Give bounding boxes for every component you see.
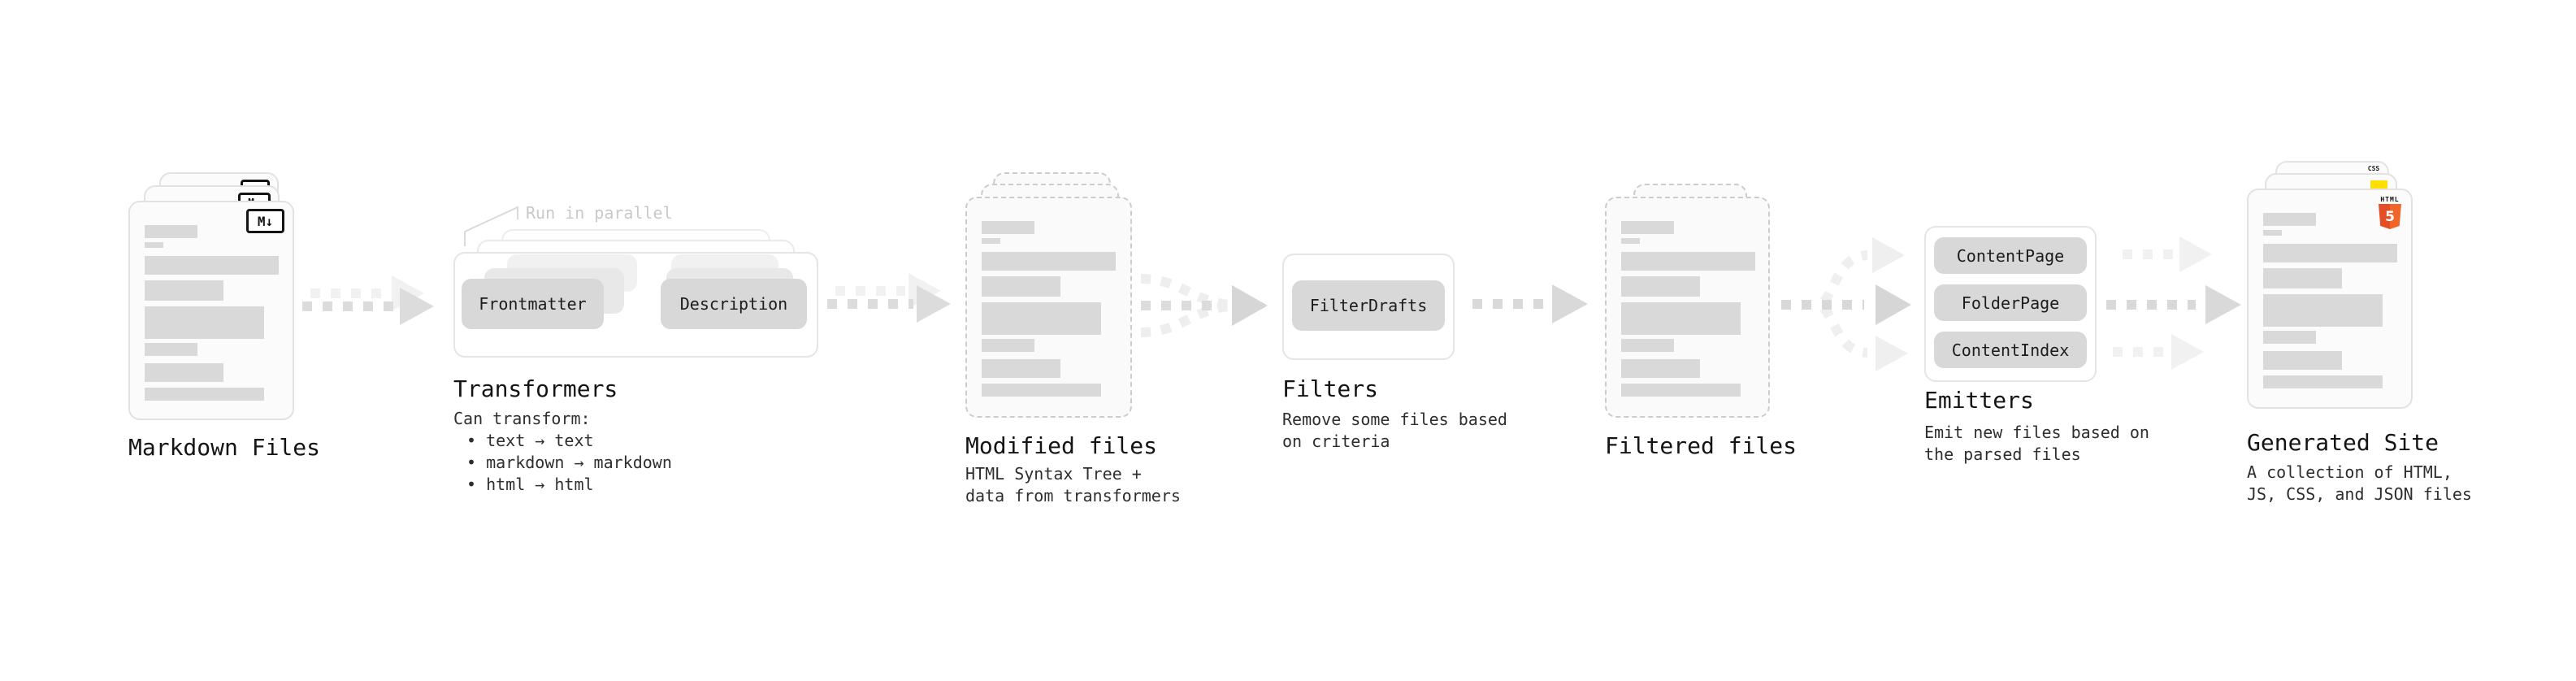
desc-line: the parsed files [1924, 445, 2081, 464]
doc-text-placeholder [145, 225, 279, 401]
doc-text-bar [145, 256, 279, 275]
filterdrafts-pill: FilterDrafts [1292, 280, 1445, 331]
doc-text-bar [2263, 268, 2342, 288]
desc-line: JS, CSS, and JSON files [2247, 484, 2472, 504]
filtered-file-card-front [1605, 197, 1770, 418]
desc-line: • markdown → markdown [466, 453, 672, 472]
html5-icon: HTML 5 [2379, 196, 2401, 229]
doc-text-bar [982, 252, 1116, 271]
doc-text-bar [145, 242, 163, 248]
arrow-markdown-to-transformers-ghost [310, 275, 424, 311]
arrow-emitters-to-generated [2106, 236, 2241, 370]
doc-text-bar [2263, 230, 2282, 236]
generated-site-description: A collection of HTML, JS, CSS, and JSON … [2247, 462, 2472, 505]
stage-label-filtered-files: Filtered files [1605, 432, 1798, 459]
desc-line: Can transform: [453, 409, 591, 428]
doc-text-bar [2263, 351, 2342, 370]
doc-text-bar [145, 343, 197, 356]
doc-text-bar [1621, 302, 1741, 335]
doc-text-bar [1621, 384, 1741, 397]
doc-text-bar [2263, 294, 2383, 327]
doc-text-bar [2263, 244, 2397, 262]
filters-description: Remove some files based on criteria [1282, 409, 1507, 453]
doc-text-placeholder [1621, 221, 1755, 397]
stage-label-generated-site: Generated Site [2247, 429, 2439, 456]
stage-label-markdown-files: Markdown Files [128, 434, 321, 461]
desc-line: • text → text [466, 431, 594, 450]
desc-line: Emit new files based on [1924, 423, 2149, 442]
desc-line: • html → html [466, 475, 594, 494]
doc-text-bar [982, 339, 1034, 352]
doc-text-bar [1621, 276, 1700, 297]
markdown-file-card-front: M↓ [128, 201, 294, 420]
doc-text-bar [145, 363, 223, 382]
modified-files-description: HTML Syntax Tree + data from transformer… [965, 463, 1181, 507]
doc-text-bar [145, 388, 264, 401]
desc-line: on criteria [1282, 432, 1390, 451]
doc-text-bar [1621, 238, 1640, 244]
doc-text-bar [982, 384, 1101, 397]
doc-text-bar [982, 276, 1060, 297]
desc-line: data from transformers [965, 486, 1181, 505]
markdown-icon: M↓ [246, 209, 284, 233]
css-icon-label: CSS [2367, 165, 2380, 172]
arrow-transformers-to-modified-ghost [835, 273, 941, 309]
stage-label-transformers: Transformers [453, 375, 618, 402]
doc-text-bar [145, 306, 264, 339]
run-in-parallel-annotation: Run in parallel [526, 203, 673, 223]
doc-text-bar [982, 221, 1034, 234]
html5-icon-five: 5 [2385, 208, 2395, 225]
folderpage-pill: FolderPage [1934, 284, 2087, 321]
doc-text-bar [1621, 339, 1674, 352]
doc-text-bar [982, 238, 1000, 244]
emitters-description: Emit new files based on the parsed files [1924, 422, 2149, 466]
desc-line: Remove some files based [1282, 410, 1507, 429]
transformers-description: Can transform: • text → text • markdown … [453, 408, 672, 496]
doc-text-bar [2263, 375, 2383, 388]
doc-text-bar [982, 359, 1060, 378]
doc-text-placeholder [982, 221, 1116, 397]
frontmatter-pill: Frontmatter [462, 279, 604, 329]
doc-text-bar [2263, 213, 2316, 226]
javascript-icon [2370, 180, 2387, 189]
description-pill: Description [661, 279, 807, 329]
desc-line: A collection of HTML, [2247, 462, 2452, 482]
arrow-transformers-to-modified [827, 285, 951, 323]
modified-file-card-front [965, 197, 1132, 418]
stage-label-modified-files: Modified files [965, 432, 1158, 459]
contentpage-pill: ContentPage [1934, 237, 2087, 274]
arrow-filters-to-filtered [1472, 284, 1588, 323]
doc-text-bar [1621, 252, 1755, 271]
arrow-filtered-to-emitters [1781, 237, 1911, 371]
doc-text-bar [982, 302, 1101, 335]
desc-line: HTML Syntax Tree + [965, 464, 1142, 484]
contentindex-pill: ContentIndex [1934, 332, 2087, 368]
arrow-modified-to-filters [1140, 274, 1268, 337]
html5-icon-shield: 5 [2379, 204, 2401, 229]
doc-text-placeholder [2263, 213, 2397, 388]
html5-icon-wordmark: HTML [2380, 196, 2400, 203]
doc-text-bar [1621, 221, 1674, 234]
generated-file-card-html: HTML 5 [2247, 189, 2413, 409]
stage-label-filters: Filters [1282, 375, 1379, 402]
stage-label-emitters: Emitters [1924, 387, 2034, 414]
doc-text-bar [2263, 331, 2316, 344]
doc-text-bar [145, 280, 223, 301]
doc-text-bar [145, 225, 197, 238]
arrow-markdown-to-transformers [302, 288, 434, 325]
doc-text-bar [1621, 359, 1700, 378]
